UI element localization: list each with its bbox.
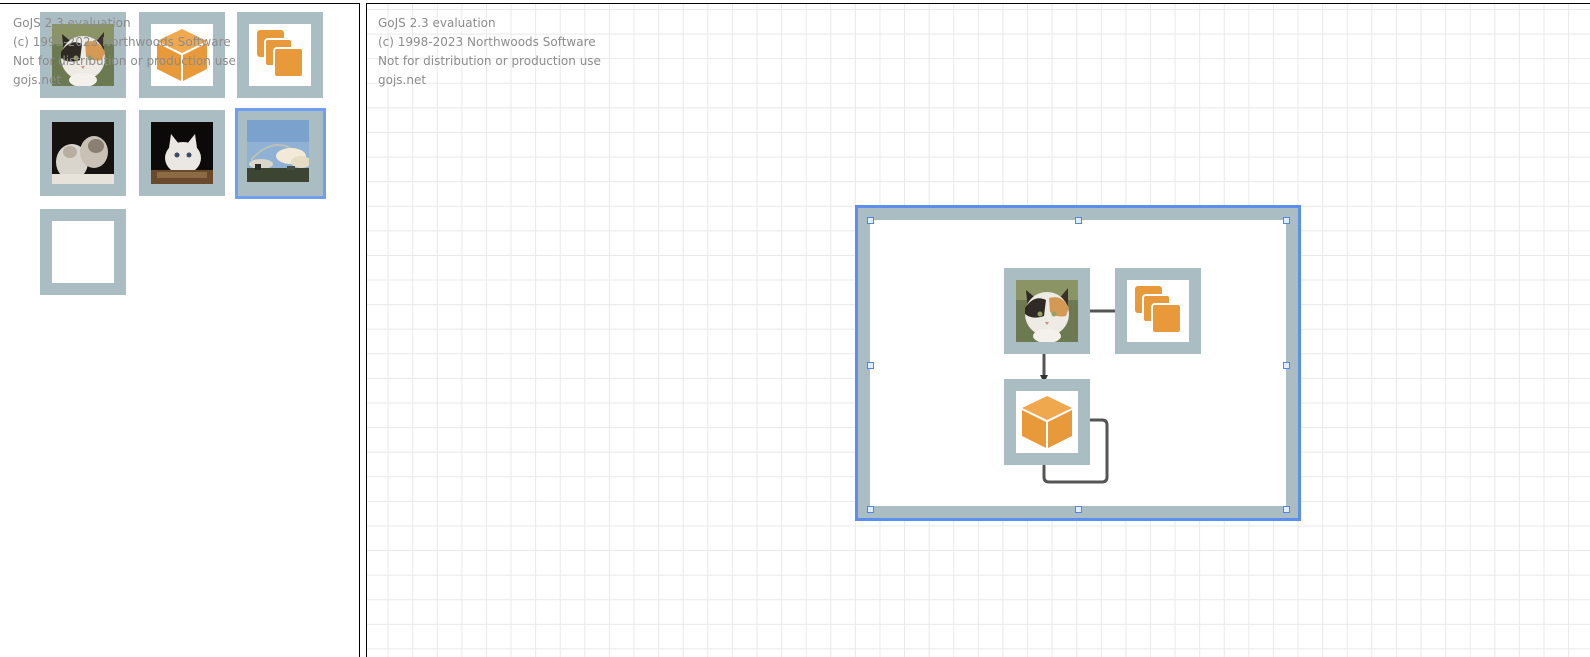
palette-item-sky-rainbow[interactable] xyxy=(235,108,326,199)
watermark-line: GoJS 2.3 evaluation xyxy=(378,16,496,30)
sky-photo-icon xyxy=(247,120,309,182)
kittens-photo-icon xyxy=(52,122,114,184)
stack-icon xyxy=(1134,285,1182,334)
diagram-canvas[interactable]: GoJS 2.3 evaluation (c) 1998-2023 Northwo… xyxy=(366,3,1590,657)
palette-item-cat-calico[interactable] xyxy=(40,12,126,98)
resize-handle-bottom-right[interactable] xyxy=(1283,506,1290,513)
watermark-line: gojs.net xyxy=(378,73,427,87)
resize-handle-top-right[interactable] xyxy=(1283,217,1290,224)
palette-item-orange-stack[interactable] xyxy=(237,12,323,98)
watermark-line: Not for distribution or production use xyxy=(378,54,601,68)
resize-handle-bottom[interactable] xyxy=(1075,506,1082,513)
link-box-self-loop[interactable] xyxy=(1040,418,1109,484)
resize-handle-bottom-left[interactable] xyxy=(867,506,874,513)
palette-item-blank[interactable] xyxy=(40,209,126,295)
group-body xyxy=(870,220,1286,506)
palette-item-orange-box[interactable] xyxy=(139,12,225,98)
stack-icon xyxy=(256,29,304,78)
kitten-photo-icon xyxy=(151,122,213,184)
cat-photo-icon xyxy=(1016,280,1078,342)
resize-handle-top-left[interactable] xyxy=(867,217,874,224)
watermark-line: (c) 1998-2023 Northwoods Software xyxy=(378,35,596,49)
node-cat[interactable] xyxy=(1004,268,1090,354)
node-stack[interactable] xyxy=(1115,268,1201,354)
blank-icon xyxy=(52,221,114,283)
resize-handle-top[interactable] xyxy=(1075,217,1082,224)
palette-panel[interactable]: GoJS 2.3 evaluation(c) 1998-2023 Northwo… xyxy=(0,3,360,657)
cat-photo-icon xyxy=(52,24,114,86)
group-node[interactable] xyxy=(855,205,1301,521)
box-icon xyxy=(157,29,207,81)
palette-item-kittens[interactable] xyxy=(40,110,126,196)
resize-handle-right[interactable] xyxy=(1283,362,1290,369)
diagram-watermark: GoJS 2.3 evaluation (c) 1998-2023 Northwo… xyxy=(378,14,601,90)
palette-item-white-kitten[interactable] xyxy=(139,110,225,196)
resize-handle-left[interactable] xyxy=(867,362,874,369)
box-icon xyxy=(1022,396,1072,448)
node-box[interactable] xyxy=(1004,379,1090,465)
